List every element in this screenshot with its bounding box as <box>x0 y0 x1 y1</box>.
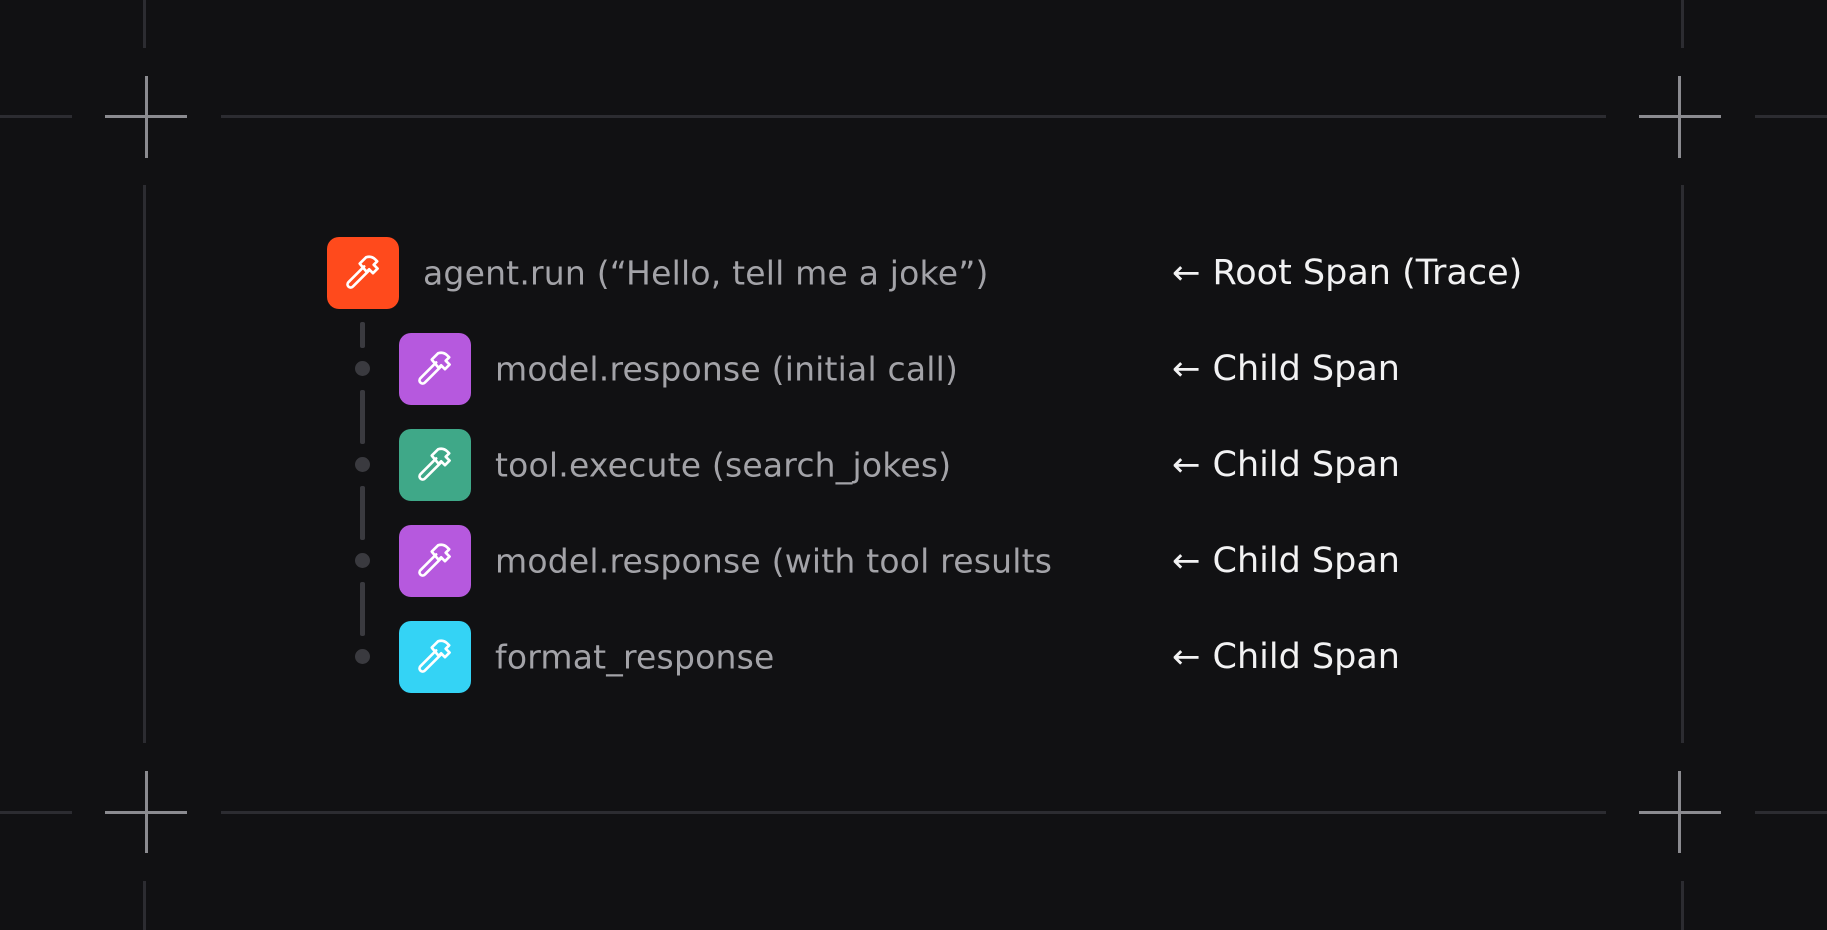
span-row-child: model.response (initial call) ← Child Sp… <box>0 333 1827 405</box>
hammer-icon <box>418 351 451 385</box>
frame-bottom-line <box>221 811 1606 814</box>
tree-dash <box>360 582 365 636</box>
frame-right-line <box>1681 185 1684 743</box>
left-arrow-icon: ← <box>1172 637 1201 677</box>
tree-dot <box>355 361 370 376</box>
root-span-badge <box>327 237 399 309</box>
span-row-child: model.response (with tool results ← Chil… <box>0 525 1827 597</box>
left-arrow-icon: ← <box>1172 349 1201 389</box>
root-span-label: agent.run (“Hello, tell me a joke”) <box>423 253 989 293</box>
frame-bottom-line-left <box>0 811 72 814</box>
frame-top-line <box>221 115 1606 118</box>
frame-right-line-top <box>1681 0 1684 48</box>
tool-span-badge <box>399 429 471 501</box>
annotation-text: Child Span <box>1212 349 1400 389</box>
span-row-child: format_response ← Child Span <box>0 621 1827 693</box>
span-annotation: ← Child Span <box>1172 637 1400 677</box>
model-span-badge <box>399 525 471 597</box>
tree-dot <box>355 553 370 568</box>
hammer-icon <box>346 255 379 289</box>
annotation-text: Child Span <box>1212 445 1400 485</box>
crosshair-top-left-v <box>145 76 148 158</box>
span-label: model.response (initial call) <box>495 349 959 389</box>
span-row-child: tool.execute (search_jokes) ← Child Span <box>0 429 1827 501</box>
frame-bottom-line-right <box>1755 811 1827 814</box>
span-annotation: ← Child Span <box>1172 349 1400 389</box>
frame-left-line-top <box>143 0 146 48</box>
tree-dash <box>360 486 365 540</box>
span-label: format_response <box>495 637 775 677</box>
span-annotation: ← Child Span <box>1172 541 1400 581</box>
tree-dot <box>355 457 370 472</box>
root-span-annotation: ← Root Span (Trace) <box>1172 253 1522 293</box>
tree-dot <box>355 649 370 664</box>
crosshair-bottom-right-v <box>1678 771 1681 853</box>
hammer-icon <box>418 543 451 577</box>
crosshair-top-right-v <box>1678 76 1681 158</box>
left-arrow-icon: ← <box>1172 445 1201 485</box>
format-span-badge <box>399 621 471 693</box>
frame-left-line-bottom <box>143 881 146 930</box>
annotation-text: Root Span (Trace) <box>1212 253 1523 293</box>
span-label: tool.execute (search_jokes) <box>495 445 952 485</box>
left-arrow-icon: ← <box>1172 541 1201 581</box>
hammer-icon <box>418 447 451 481</box>
span-label: model.response (with tool results <box>495 541 1053 581</box>
frame-right-line-bottom <box>1681 881 1684 930</box>
span-annotation: ← Child Span <box>1172 445 1400 485</box>
tree-dash <box>360 322 365 348</box>
frame-top-line-right <box>1755 115 1827 118</box>
frame-top-line-left <box>0 115 72 118</box>
model-span-badge <box>399 333 471 405</box>
left-arrow-icon: ← <box>1172 253 1201 293</box>
annotation-text: Child Span <box>1212 637 1400 677</box>
frame-left-line <box>143 185 146 743</box>
span-row-root: agent.run (“Hello, tell me a joke”) ← Ro… <box>0 237 1827 309</box>
annotation-text: Child Span <box>1212 541 1400 581</box>
crosshair-bottom-left-v <box>145 771 148 853</box>
tree-dash <box>360 390 365 444</box>
hammer-icon <box>418 639 451 673</box>
